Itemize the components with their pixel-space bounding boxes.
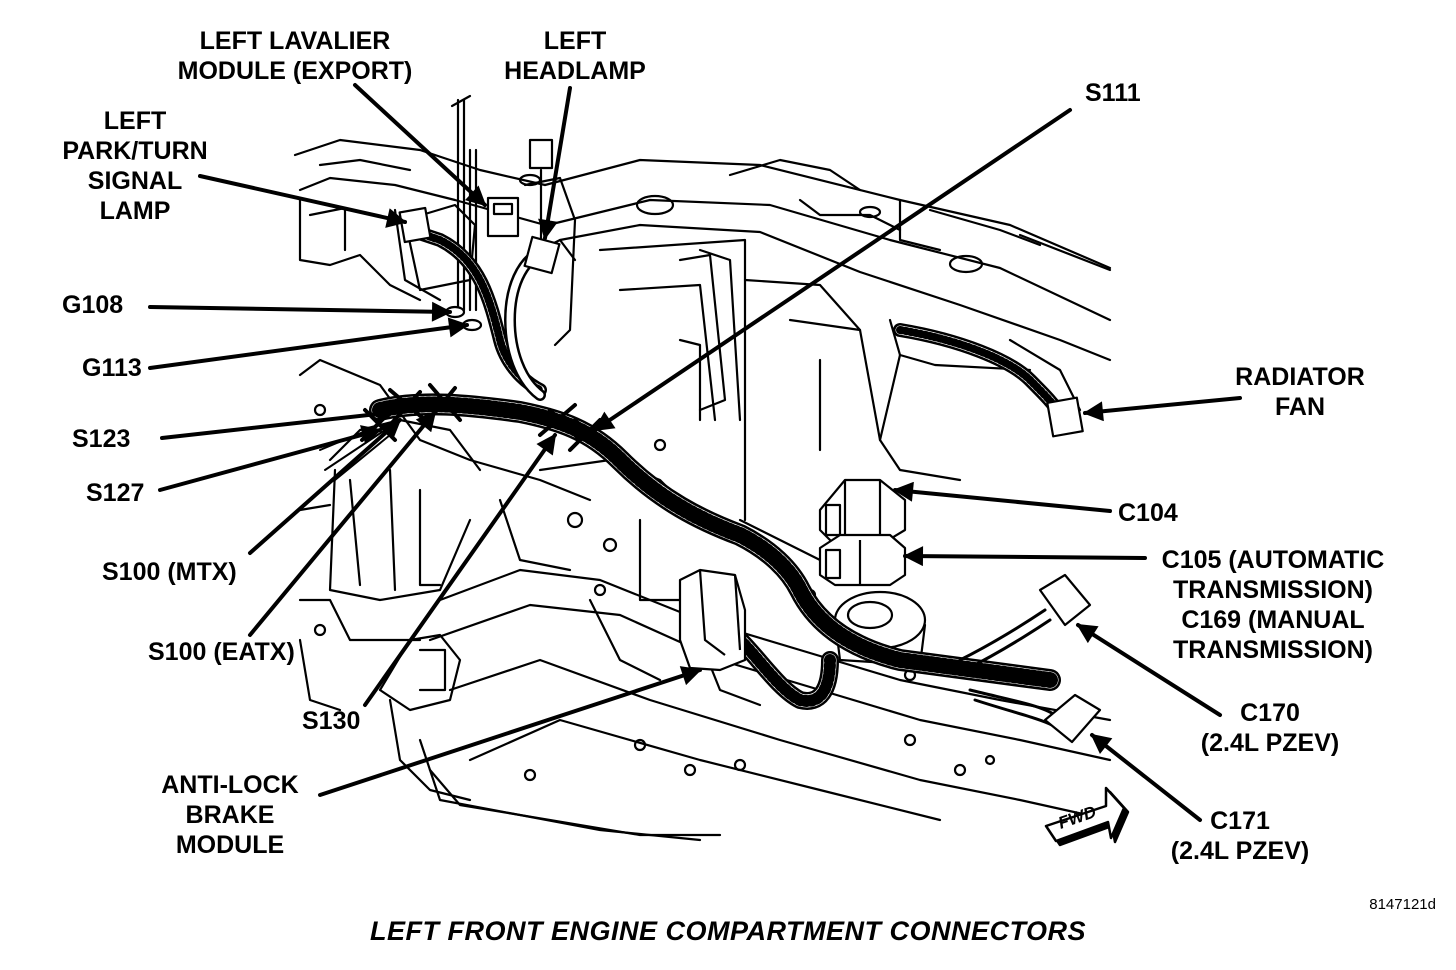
label-g108: G108: [62, 291, 124, 319]
label-left-headlamp: LEFT HEADLAMP: [490, 26, 660, 86]
park-turn-connector: [398, 206, 432, 244]
label-line: RADIATOR: [1235, 363, 1365, 391]
leader-anti-lock: [318, 666, 702, 797]
leader-g113: [148, 317, 469, 370]
label-line: C169 (MANUAL: [1181, 606, 1365, 634]
forward-arrow-icon: [1044, 786, 1130, 847]
label-s123: S123: [72, 425, 131, 453]
label-line: TRANSMISSION): [1173, 576, 1373, 604]
leader-g108: [148, 301, 452, 322]
label-line: BRAKE: [185, 801, 275, 829]
leader-c104: [893, 481, 1112, 513]
label-left-lavalier: LEFT LAVALIER MODULE (EXPORT): [170, 26, 420, 86]
components: [398, 196, 1102, 744]
radiator-fan-connector: [1046, 396, 1084, 438]
leader-c170: [1076, 623, 1222, 717]
c171-connector: [1043, 693, 1102, 744]
label-line: MODULE (EXPORT): [177, 57, 413, 85]
label-c104: C104: [1118, 499, 1178, 527]
leader-s127: [158, 425, 382, 492]
diagram-caption: LEFT FRONT ENGINE COMPARTMENT CONNECTORS: [369, 916, 1086, 946]
label-line: (2.4L PZEV): [1170, 837, 1310, 865]
label-g113: G113: [82, 354, 142, 382]
label-c171: C171 (2.4L PZEV): [1150, 806, 1330, 866]
label-line: C171: [1210, 807, 1270, 835]
leader-c171: [1090, 733, 1202, 822]
label-s100-mtx: S100 (MTX): [102, 558, 237, 586]
leader-s100-eatx: [248, 410, 437, 637]
label-line: LAMP: [99, 197, 171, 225]
label-line: LEFT: [103, 107, 167, 135]
label-line: C105 (AUTOMATIC: [1161, 546, 1385, 574]
wiring-harness: [319, 223, 1067, 727]
label-c170: C170 (2.4L PZEV): [1180, 698, 1360, 758]
label-line: SIGNAL: [87, 167, 183, 195]
headlamp-connector: [523, 235, 561, 275]
label-s100-eatx: S100 (EATX): [148, 638, 295, 666]
label-c105-c169: C105 (AUTOMATIC TRANSMISSION) C169 (MANU…: [1148, 545, 1398, 665]
label-line: C170: [1240, 699, 1300, 727]
label-s111: S111: [1085, 79, 1141, 107]
leader-left-lavalier: [353, 83, 487, 207]
label-line: PARK/TURN: [62, 137, 208, 165]
label-line: HEADLAMP: [504, 57, 646, 85]
leader-left-headlamp: [538, 86, 572, 240]
label-anti-lock: ANTI-LOCK BRAKE MODULE: [140, 770, 320, 860]
leader-s100-mtx: [248, 418, 402, 555]
label-line: LEFT: [543, 27, 607, 55]
label-radiator-fan: RADIATOR FAN: [1210, 362, 1390, 422]
label-line: (2.4L PZEV): [1200, 729, 1340, 757]
label-left-park-turn: LEFT PARK/TURN SIGNAL LAMP: [50, 106, 220, 226]
figure-id: 8147121d: [1369, 896, 1436, 913]
label-line: MODULE: [175, 831, 285, 859]
callout-leaders: [148, 83, 1242, 822]
leader-s111: [593, 108, 1072, 432]
label-s127: S127: [86, 479, 145, 507]
label-line: LEFT LAVALIER: [199, 27, 391, 55]
label-s130: S130: [302, 707, 361, 735]
label-line: TRANSMISSION): [1173, 636, 1373, 664]
leader-s123: [160, 404, 397, 440]
leader-c105: [903, 546, 1147, 567]
leader-left-park-turn: [198, 174, 407, 228]
vehicle-structure: [293, 94, 1112, 842]
label-line: ANTI-LOCK: [161, 771, 299, 799]
leader-radiator-fan: [1083, 396, 1242, 422]
c170-connector: [1038, 573, 1092, 627]
leader-s130: [363, 433, 557, 707]
label-line: FAN: [1275, 393, 1325, 421]
